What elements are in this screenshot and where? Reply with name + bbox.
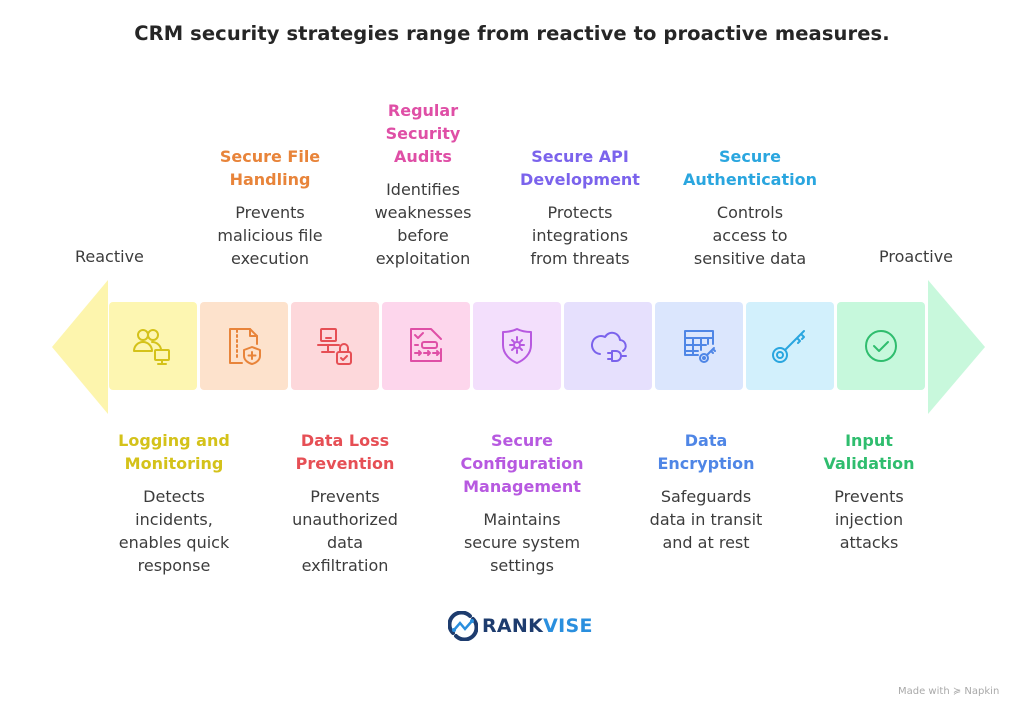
checklist-document-icon bbox=[410, 328, 442, 362]
step-description: secure system bbox=[463, 533, 581, 552]
tile-data-encryption bbox=[655, 302, 743, 390]
diagram-title: CRM security strategies range from react… bbox=[134, 22, 890, 45]
step-title: Regular bbox=[387, 101, 459, 120]
tile-regular-security-audits bbox=[382, 302, 470, 390]
step-title: Secure bbox=[491, 431, 553, 450]
tile-input-validation bbox=[837, 302, 925, 390]
step-description: Protects bbox=[547, 203, 613, 222]
step-description: response bbox=[137, 556, 211, 575]
step-title: Data bbox=[684, 431, 728, 450]
step-description: integrations bbox=[531, 226, 629, 245]
step-description: injection bbox=[834, 510, 904, 529]
step-description: exploitation bbox=[375, 249, 471, 268]
tile-secure-configuration-management bbox=[473, 302, 561, 390]
step-title: Monitoring bbox=[124, 454, 224, 473]
logo-text-vise: VISE bbox=[543, 615, 593, 637]
check-circle-icon bbox=[865, 330, 897, 362]
step-description: Prevents bbox=[834, 487, 904, 506]
step-title: Encryption bbox=[657, 454, 755, 473]
step-title: Secure File bbox=[219, 147, 321, 166]
file-shield-icon bbox=[229, 328, 261, 365]
step-description: Prevents bbox=[235, 203, 305, 222]
step-title: Prevention bbox=[295, 454, 395, 473]
step-description: before bbox=[397, 226, 449, 245]
step-title: Development bbox=[520, 170, 640, 189]
reactive-label: Reactive bbox=[75, 247, 144, 266]
step-description: weaknesses bbox=[374, 203, 472, 222]
step-description: enables quick bbox=[118, 533, 230, 552]
table-key-icon bbox=[684, 330, 716, 363]
tile-secure-api-development bbox=[564, 302, 652, 390]
step-title: Authentication bbox=[683, 170, 817, 189]
step-description: Prevents bbox=[310, 487, 380, 506]
step-description: Identifies bbox=[386, 180, 460, 199]
tile-logging-monitoring bbox=[109, 302, 197, 390]
rankvise-logo-icon bbox=[448, 611, 478, 641]
step-title: Logging and bbox=[118, 431, 230, 450]
step-description: and at rest bbox=[662, 533, 750, 552]
proactive-label: Proactive bbox=[879, 247, 954, 266]
step-title: Management bbox=[463, 477, 581, 496]
logo-text-rank: RANK bbox=[482, 615, 544, 637]
step-description: from threats bbox=[530, 249, 630, 268]
key-icon bbox=[772, 330, 805, 363]
step-description: data bbox=[326, 533, 364, 552]
step-description: Maintains bbox=[483, 510, 561, 529]
step-description: Detects bbox=[143, 487, 205, 506]
step-description: execution bbox=[231, 249, 309, 268]
step-secure-api-development: Secure API Development Protects integratio… bbox=[505, 145, 655, 270]
step-title: Security bbox=[385, 124, 461, 143]
right-arrowhead bbox=[928, 280, 985, 414]
step-title: Secure API bbox=[531, 147, 629, 166]
step-description: exfiltration bbox=[301, 556, 389, 575]
made-with-text: Made with bbox=[898, 686, 950, 697]
users-monitor-icon bbox=[133, 329, 170, 365]
step-description: data in transit bbox=[649, 510, 763, 529]
step-title: Validation bbox=[823, 454, 915, 473]
left-arrowhead bbox=[52, 280, 108, 414]
made-with-napkin: Made with ≽ Napkin bbox=[898, 686, 999, 697]
tile-secure-file-handling bbox=[200, 302, 288, 390]
step-description: attacks bbox=[839, 533, 899, 552]
tile-data-loss-prevention bbox=[291, 302, 379, 390]
step-title: Secure bbox=[719, 147, 781, 166]
step-title: Handling bbox=[229, 170, 311, 189]
step-description: Safeguards bbox=[660, 487, 752, 506]
step-description: unauthorized bbox=[292, 510, 398, 529]
step-title: Audits bbox=[394, 147, 452, 166]
step-description: access to bbox=[712, 226, 788, 245]
tile-secure-authentication bbox=[746, 302, 834, 390]
step-title: Configuration bbox=[460, 454, 584, 473]
napkin-icon: ≽ bbox=[952, 686, 962, 697]
napkin-brand-text: Napkin bbox=[964, 686, 1000, 697]
step-description: Controls bbox=[716, 203, 784, 222]
shield-gear-icon bbox=[502, 328, 532, 364]
step-description: sensitive data bbox=[693, 249, 807, 268]
step-description: malicious file bbox=[217, 226, 323, 245]
step-description: settings bbox=[490, 556, 554, 575]
step-title: Input bbox=[845, 431, 893, 450]
step-title: Data Loss bbox=[300, 431, 390, 450]
cloud-plug-icon bbox=[591, 331, 627, 362]
computer-lock-icon bbox=[317, 328, 352, 365]
step-description: incidents, bbox=[135, 510, 213, 529]
